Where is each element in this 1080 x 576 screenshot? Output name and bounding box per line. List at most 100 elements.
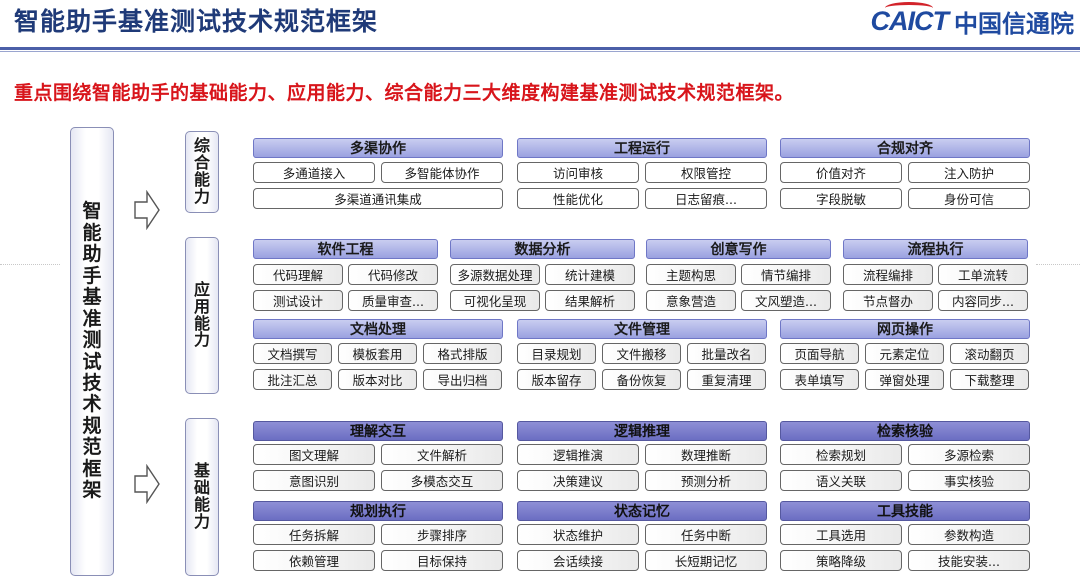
capability-cell: 情节编排: [741, 264, 831, 285]
capability-cell: 弹窗处理: [865, 369, 944, 390]
level-label-char: 力: [193, 511, 210, 531]
group-header: 状态记忆: [517, 501, 767, 521]
level-label-char: 应: [193, 279, 210, 299]
level-label-comprehensive: 综合能力: [185, 131, 219, 213]
level-label-char: 基: [193, 461, 210, 481]
root-label-char: 范: [82, 436, 102, 459]
capability-cell: 多通道接入: [253, 162, 375, 183]
capability-cell: 图文理解: [253, 444, 375, 465]
root-label-char: 手: [82, 264, 102, 287]
capability-cell: 多渠道通讯集成: [253, 188, 503, 209]
level-label-application: 应用能力: [185, 237, 219, 394]
capability-cell: 目录规划: [517, 343, 596, 364]
capability-cell: 模板套用: [338, 343, 417, 364]
capability-cell: 步骤排序: [381, 524, 503, 545]
capability-cell: 任务拆解: [253, 524, 375, 545]
level-label-char: 合: [193, 153, 210, 173]
capability-cell: 数理推断: [645, 444, 767, 465]
capability-cell: 多源数据处理: [450, 264, 540, 285]
capability-cell: 价值对齐: [780, 162, 902, 183]
capability-cell: 批量改名: [687, 343, 766, 364]
level-label-char: 能: [193, 170, 210, 189]
capability-cell: 工具选用: [780, 524, 902, 545]
root-label-char: 架: [82, 479, 102, 502]
capability-cell: 可视化呈现: [450, 290, 540, 311]
capability-cell: 重复清理: [687, 369, 766, 390]
arrow-right-icon: [134, 190, 160, 230]
level-label-char: 综: [193, 136, 210, 156]
capability-cell: 会话续接: [517, 550, 639, 571]
logo-text-cn: 中国信通院: [954, 9, 1074, 38]
capability-cell: 代码修改: [348, 264, 438, 285]
capability-cell: 多模态交互: [381, 470, 503, 491]
group-header: 检索核验: [780, 421, 1030, 441]
subtitle: 重点围绕智能助手的基础能力、应用能力、综合能力三大维度构建基准测试技术规范框架。: [14, 82, 795, 104]
capability-cell: 逻辑推演: [517, 444, 639, 465]
capability-cell: 策略降级: [780, 550, 902, 571]
level-label-char: 用: [193, 296, 210, 316]
capability-cell: 技能安装...: [908, 550, 1030, 571]
capability-cell: 文档撰写: [253, 343, 332, 364]
capability-cell: 长短期记忆: [645, 550, 767, 571]
header-divider: [0, 47, 1080, 50]
group-header: 文件管理: [517, 319, 767, 339]
capability-cell: 质量审查...: [348, 290, 438, 311]
root-label-char: 规: [82, 414, 102, 437]
root-label-char: 智: [82, 200, 102, 223]
root-label-char: 助: [82, 243, 102, 266]
root-label-char: 框: [82, 457, 102, 480]
capability-cell: 依赖管理: [253, 550, 375, 571]
capability-cell: 决策建议: [517, 470, 639, 491]
group-header: 网页操作: [780, 319, 1030, 339]
capability-cell: 目标保持: [381, 550, 503, 571]
capability-cell: 格式排版: [423, 343, 502, 364]
root-label-char: 基: [82, 286, 102, 309]
root-label-char: 术: [82, 393, 102, 416]
capability-cell: 元素定位: [865, 343, 944, 364]
logo-swoosh-icon: [884, 2, 933, 14]
capability-cell: 统计建模: [545, 264, 635, 285]
root-label-char: 测: [82, 329, 102, 352]
capability-cell: 多智能体协作: [381, 162, 503, 183]
group-header: 逻辑推理: [517, 421, 767, 441]
capability-cell: 内容同步...: [938, 290, 1028, 311]
capability-cell: 代码理解: [253, 264, 343, 285]
level-label-char: 力: [193, 330, 210, 350]
capability-cell: 测试设计: [253, 290, 343, 311]
group-header: 合规对齐: [780, 138, 1030, 158]
capability-cell: 文件搬移: [602, 343, 681, 364]
capability-cell: 下载整理: [950, 369, 1029, 390]
capability-cell: 意象营造: [646, 290, 736, 311]
capability-cell: 字段脱敏: [780, 188, 902, 209]
framework-root-label: 智能助手基准测试技术规范框架: [70, 127, 114, 576]
capability-cell: 节点督办: [843, 290, 933, 311]
caict-logo: CAICT 中国信通院: [871, 2, 1074, 38]
level-label-char: 能: [193, 495, 210, 514]
capability-cell: 状态维护: [517, 524, 639, 545]
capability-cell: 事实核验: [908, 470, 1030, 491]
root-label-char: 试: [82, 350, 102, 373]
capability-cell: 导出归档: [423, 369, 502, 390]
group-header: 文档处理: [253, 319, 503, 339]
group-header: 理解交互: [253, 421, 503, 441]
group-header: 创意写作: [646, 239, 831, 259]
capability-cell: 权限管控: [645, 162, 767, 183]
capability-cell: 注入防护: [908, 162, 1030, 183]
group-header: 规划执行: [253, 501, 503, 521]
capability-cell: 检索规划: [780, 444, 902, 465]
group-header: 数据分析: [450, 239, 635, 259]
capability-cell: 语义关联: [780, 470, 902, 491]
capability-cell: 多源检索: [908, 444, 1030, 465]
capability-cell: 滚动翻页: [950, 343, 1029, 364]
capability-cell: 批注汇总: [253, 369, 332, 390]
capability-cell: 工单流转: [938, 264, 1028, 285]
capability-cell: 表单填写: [780, 369, 859, 390]
root-label-char: 准: [82, 307, 102, 330]
group-header: 工程运行: [517, 138, 767, 158]
capability-cell: 身份可信: [908, 188, 1030, 209]
capability-cell: 备份恢复: [602, 369, 681, 390]
group-header: 工具技能: [780, 501, 1030, 521]
guide-line-left: [0, 264, 60, 265]
root-label-char: 技: [82, 371, 102, 394]
